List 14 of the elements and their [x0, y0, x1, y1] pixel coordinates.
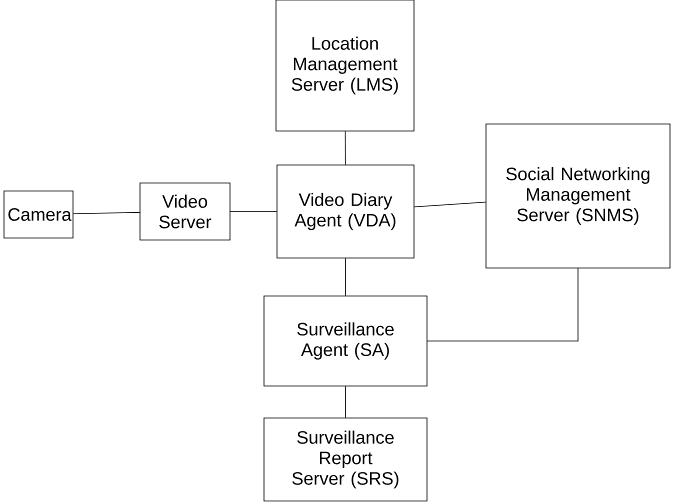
- server-box: Surveillance Agent (SA): [264, 296, 428, 386]
- server-box: Camera: [4, 190, 74, 238]
- connector-line: [427, 268, 578, 342]
- connector-line: [344, 130, 346, 165]
- connector-line: [230, 211, 277, 212]
- connector-line: [345, 258, 346, 296]
- server-box: Video Server: [140, 182, 230, 240]
- connector-line: [73, 212, 140, 214]
- connector-line: [414, 202, 486, 208]
- server-box: Surveillance Report Server (SRS): [264, 418, 428, 502]
- server-box: Video Diary Agent (VDA): [276, 164, 414, 258]
- server-box: Location Management Server (LMS): [276, 0, 414, 132]
- connector-line: [345, 386, 346, 418]
- server-box: Social Networking Management Server (SNMS): [486, 124, 670, 268]
